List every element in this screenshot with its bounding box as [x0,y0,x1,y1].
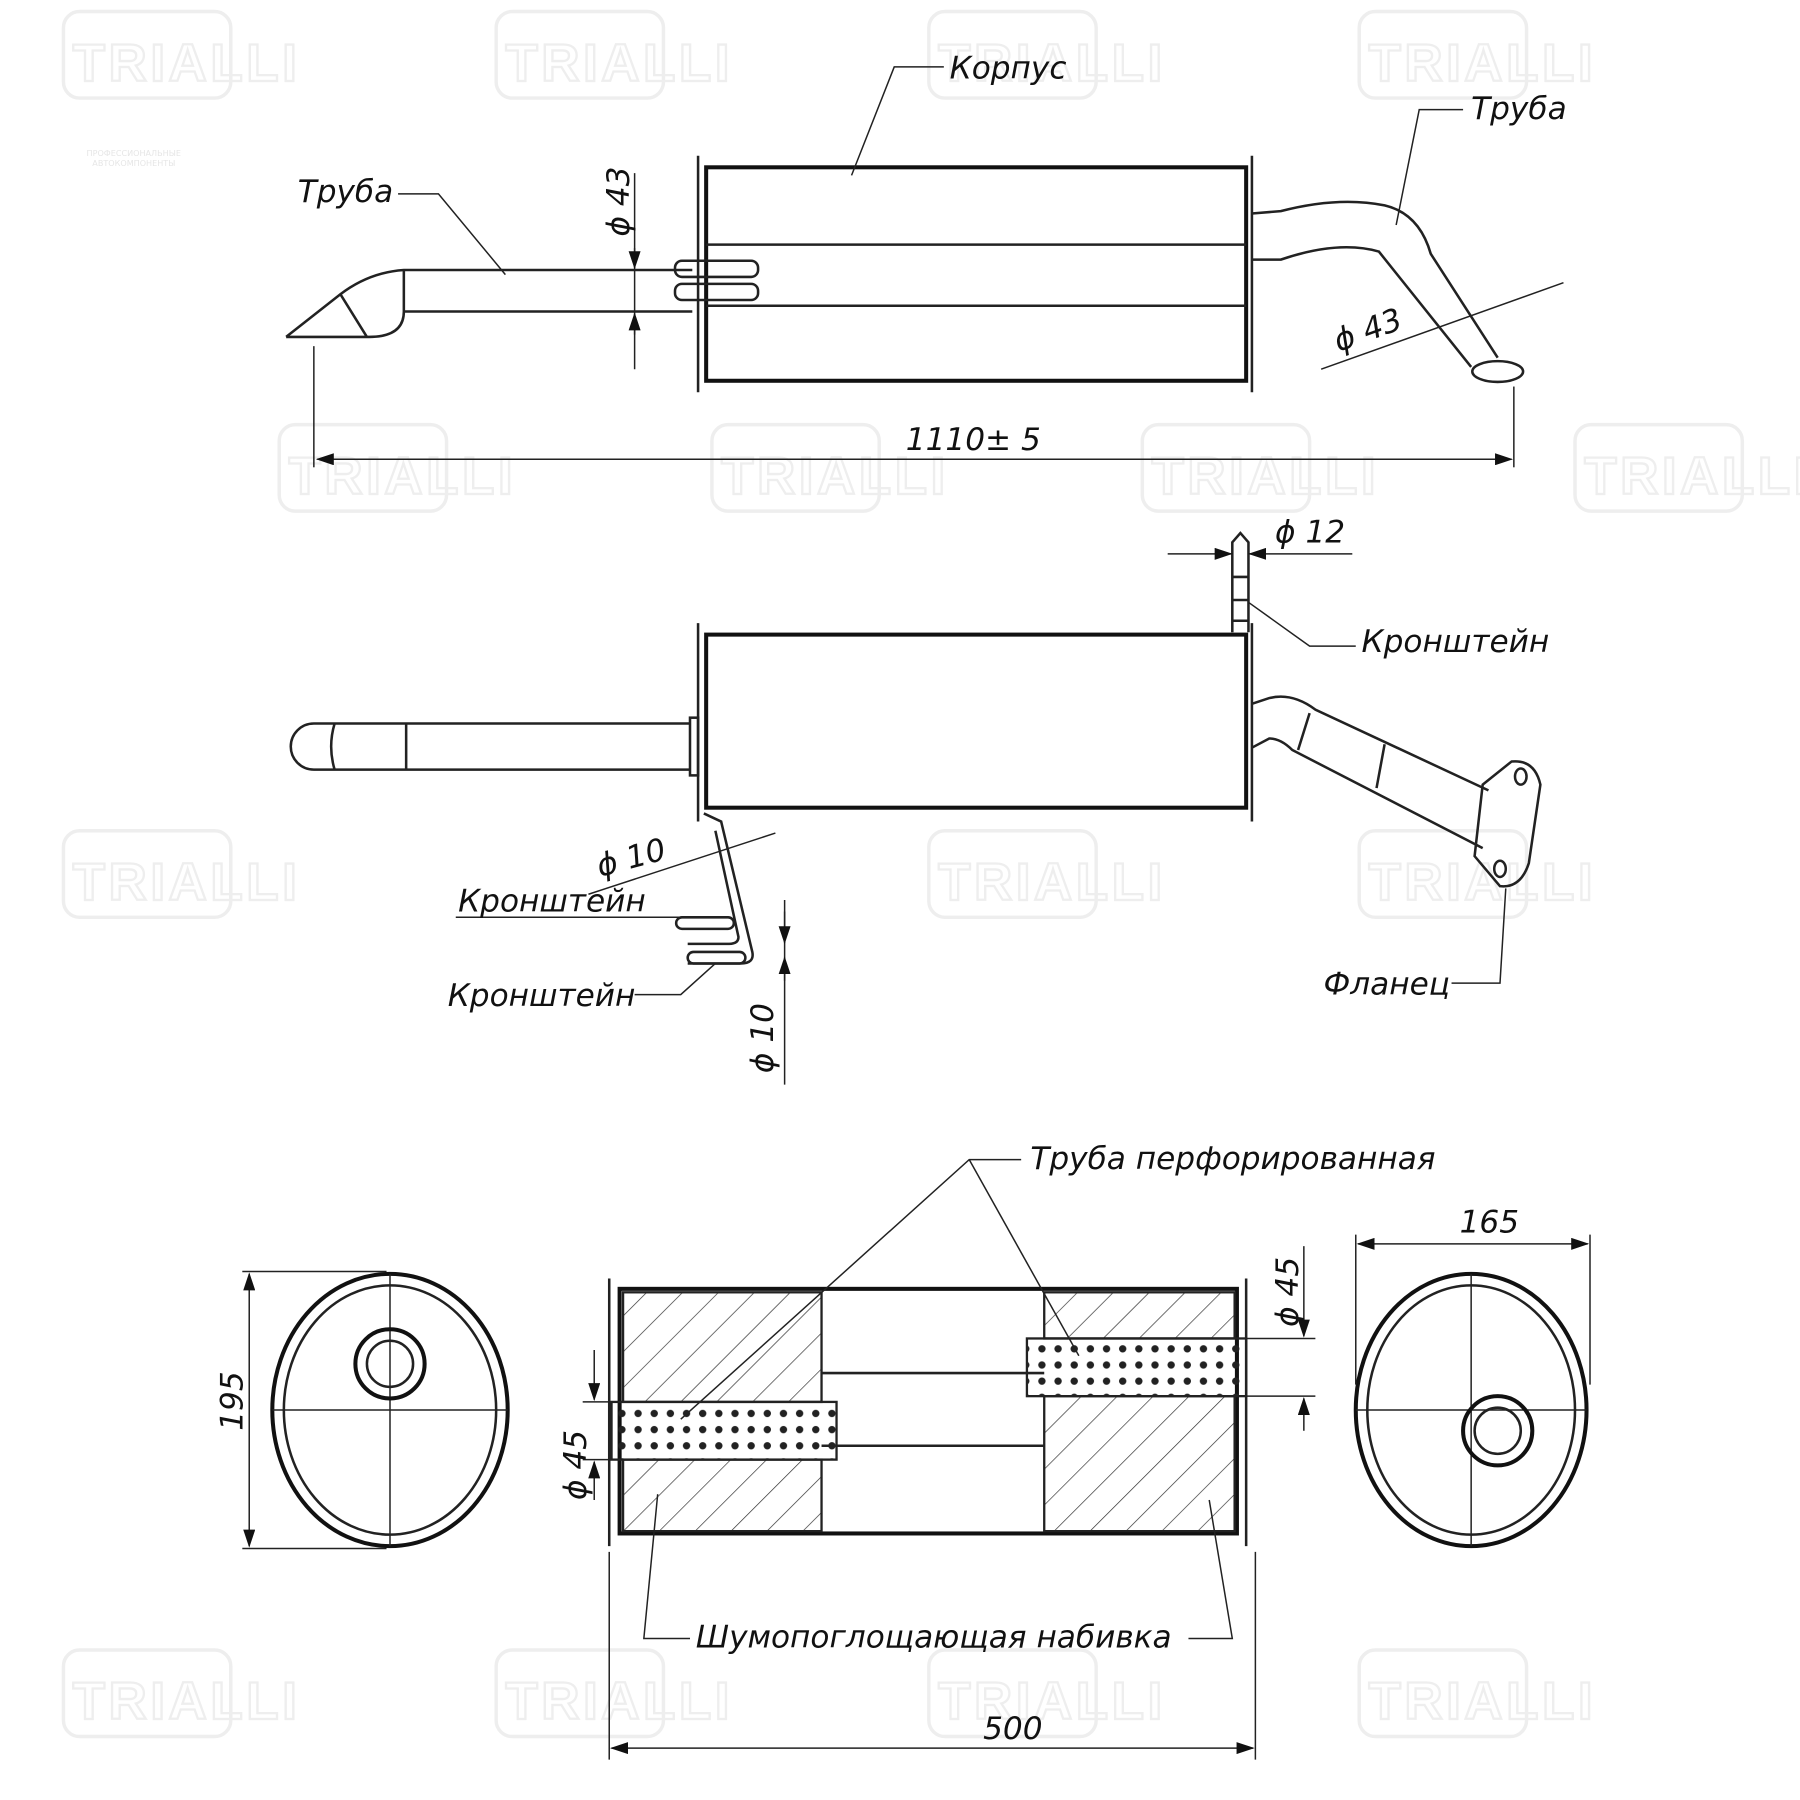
label-top-bracket: Кронштейн [1362,624,1550,660]
muffler-body-side [704,632,1249,810]
dim-inlet-diameter: ϕ 43 [601,166,637,236]
svg-text:TRIALLI: TRIALLI [73,34,301,93]
dim-top-bracket: ϕ 12 [1275,514,1345,550]
svg-text:ПРОФЕССИОНАЛЬНЫЕ: ПРОФЕССИОНАЛЬНЫЕ [87,149,181,158]
perforated-pipe-right [1025,1337,1248,1398]
top-bracket [1231,531,1250,633]
label-mid-bracket: Кронштейн [458,884,646,920]
dim-mid-bracket: ϕ 10 [593,832,670,885]
label-low-bracket: Кронштейн [448,978,636,1014]
svg-text:АВТОКОМПОНЕНТЫ: АВТОКОМПОНЕНТЫ [92,159,175,168]
inlet-pipe [285,268,693,339]
outlet-flange [1471,359,1525,384]
svg-text:TRIALLI: TRIALLI [1368,853,1596,912]
dim-outlet-diameter: ϕ 43 [1329,302,1407,360]
svg-text:TRIALLI: TRIALLI [938,1672,1166,1731]
packing-left-top [621,1291,823,1404]
svg-text:TRIALLI: TRIALLI [73,1672,301,1731]
outlet-flange-side [1473,760,1542,888]
label-outlet-pipe: Труба [1471,91,1567,127]
label-body: Корпус [950,50,1067,86]
lower-bracket [687,812,754,965]
side-view: ϕ 12 Кронштейн ϕ 10 Кронштейн ϕ 10 Кронш… [289,514,1550,1085]
svg-text:TRIALLI: TRIALLI [938,853,1166,912]
svg-text:TRIALLI: TRIALLI [505,1672,733,1731]
perforated-pipe-left [610,1400,838,1461]
svg-text:TRIALLI: TRIALLI [938,34,1166,93]
outlet-pipe [1251,200,1499,368]
top-view: ϕ 43 ϕ 43 1110± 5 Корпус Труба Труба [285,50,1567,468]
dim-pipe-left: ϕ 45 [558,1430,594,1500]
svg-text:TRIALLI: TRIALLI [1152,447,1380,506]
inlet-pipe-side [289,722,690,771]
svg-text:TRIALLI: TRIALLI [1584,447,1800,506]
dim-body-length: 500 [983,1711,1042,1747]
label-inlet-pipe: Труба [298,174,394,210]
packing-left-bottom [621,1458,823,1533]
svg-text:TRIALLI: TRIALLI [505,34,733,93]
dim-width: 165 [1460,1204,1519,1240]
label-sound-packing: Шумопоглощающая набивка [696,1620,1172,1656]
muffler-body [704,165,1249,383]
dim-low-bracket: ϕ 10 [745,1003,781,1073]
svg-text:TRIALLI: TRIALLI [288,447,516,506]
svg-text:TRIALLI: TRIALLI [1368,34,1596,93]
label-perforated-pipe: Труба перфорированная [1030,1141,1435,1177]
section-view: 195 ϕ 45 ϕ 45 500 Труба перфорированная … [214,1141,1591,1760]
packing-right-top [1043,1291,1236,1340]
packing-right-bottom [1043,1394,1236,1533]
dim-total-length: 1110± 5 [906,422,1041,458]
dim-pipe-right: ϕ 45 [1270,1257,1306,1327]
svg-text:TRIALLI: TRIALLI [73,853,301,912]
outlet-pipe-side [1251,695,1489,850]
svg-text:TRIALLI: TRIALLI [1368,1672,1596,1731]
dim-height: 195 [214,1371,250,1430]
label-flange: Фланец [1323,967,1450,1003]
